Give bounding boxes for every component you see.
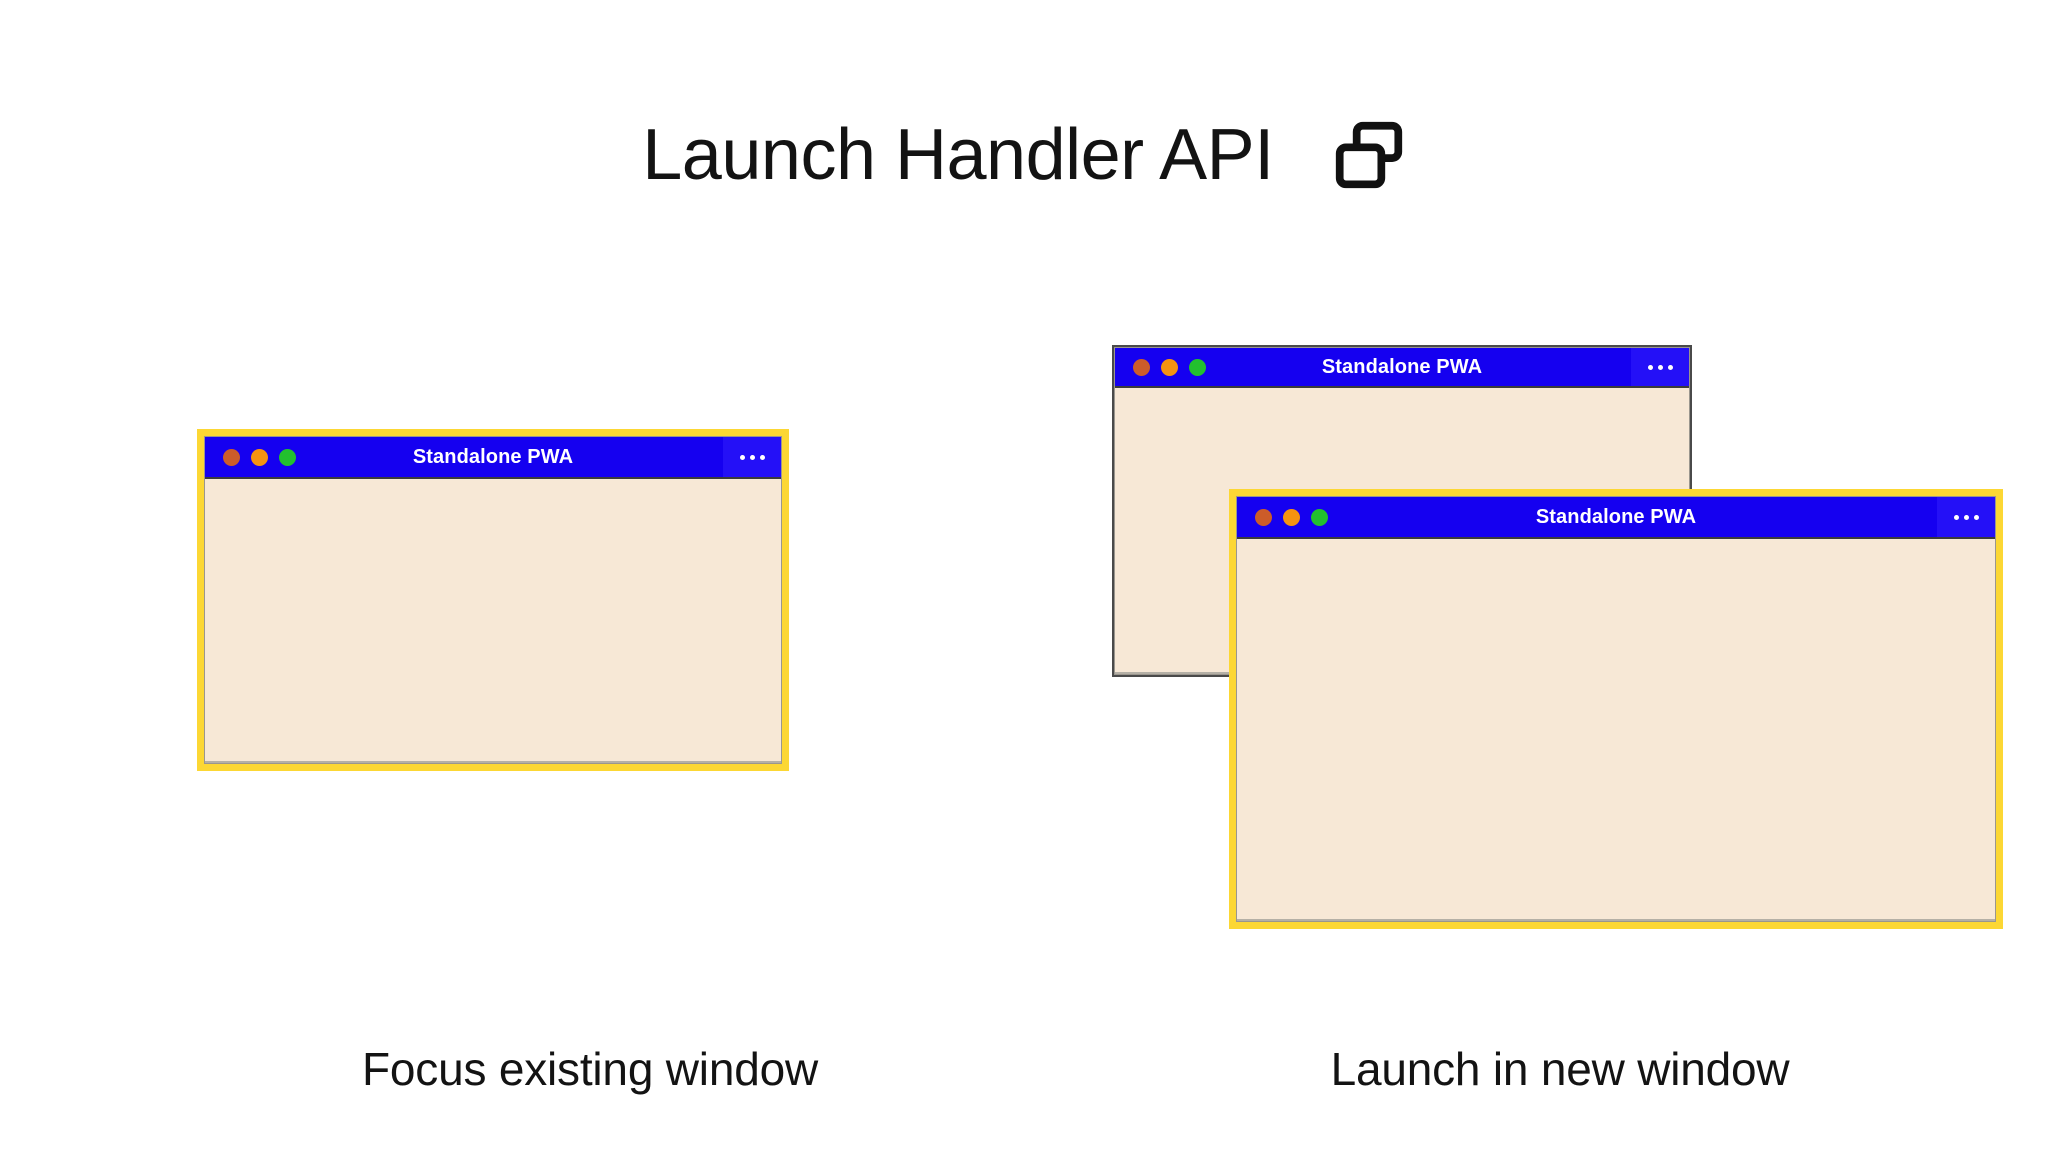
- scenario-caption-focus-existing: Focus existing window: [361, 1043, 818, 1095]
- menu-dot: [1973, 514, 1979, 520]
- menu-dot: [1953, 514, 1959, 520]
- menu-dot: [1667, 364, 1673, 370]
- maximize-button-icon[interactable]: [1311, 508, 1328, 526]
- window-inner: Standalone PWA: [1236, 496, 1996, 922]
- window-inner: Standalone PWA: [204, 436, 782, 764]
- minimize-button-icon[interactable]: [1161, 358, 1178, 376]
- window-launch-new-foreground[interactable]: Standalone PWA: [1230, 490, 2002, 928]
- menu-dot: [749, 454, 755, 460]
- traffic-lights: [1115, 358, 1206, 376]
- maximize-button-icon[interactable]: [1189, 358, 1206, 376]
- windows-stack-icon: [1332, 118, 1406, 192]
- window-title: Standalone PWA: [1535, 505, 1697, 528]
- close-button-icon[interactable]: [1133, 358, 1150, 376]
- traffic-lights: [205, 448, 296, 466]
- menu-dot: [1647, 364, 1653, 370]
- overflow-menu-icon[interactable]: [1937, 497, 1995, 537]
- scenario-caption-launch-new: Launch in new window: [1330, 1043, 1790, 1095]
- page-title: Launch Handler API: [642, 115, 1274, 195]
- window-titlebar[interactable]: Standalone PWA: [205, 437, 781, 479]
- minimize-button-icon[interactable]: [251, 448, 268, 466]
- menu-dot: [1963, 514, 1969, 520]
- close-button-icon[interactable]: [1255, 508, 1272, 526]
- menu-dot: [1657, 364, 1663, 370]
- window-focus-existing[interactable]: Standalone PWA: [198, 430, 788, 770]
- close-button-icon[interactable]: [223, 448, 240, 466]
- window-content-area[interactable]: [1237, 539, 1995, 921]
- window-content-area[interactable]: [205, 479, 781, 763]
- window-titlebar[interactable]: Standalone PWA: [1237, 497, 1995, 539]
- window-titlebar[interactable]: Standalone PWA: [1115, 348, 1689, 388]
- scenario-launch-new: Standalone PWA: [1090, 330, 2030, 1095]
- traffic-lights: [1237, 508, 1328, 526]
- overflow-menu-icon[interactable]: [723, 437, 781, 477]
- scenario-focus-existing: Standalone PWA Focus existing window: [150, 330, 1030, 1095]
- maximize-button-icon[interactable]: [279, 448, 296, 466]
- page-header: Launch Handler API: [0, 118, 2048, 192]
- minimize-button-icon[interactable]: [1283, 508, 1300, 526]
- overflow-menu-icon[interactable]: [1631, 348, 1689, 386]
- menu-dot: [739, 454, 745, 460]
- menu-dot: [759, 454, 765, 460]
